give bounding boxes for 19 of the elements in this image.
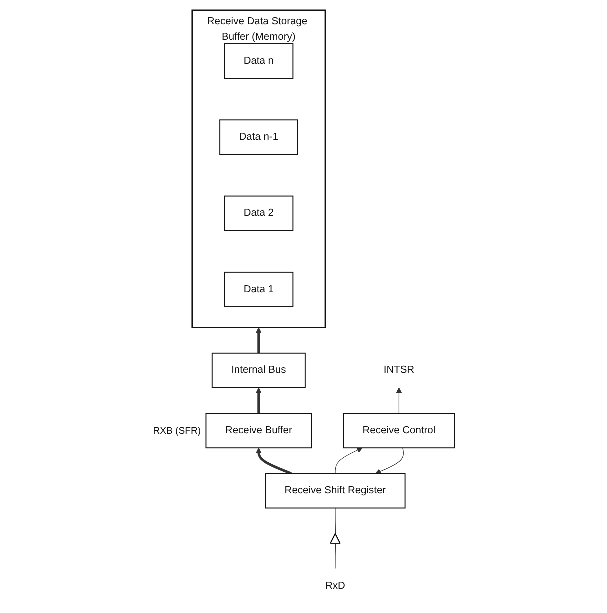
node-box: Data n-1 <box>219 119 298 155</box>
node-text: INTSR <box>383 364 414 376</box>
arrow <box>256 447 292 474</box>
arrow <box>256 327 262 353</box>
node-box: Receive Control <box>342 412 455 448</box>
node-text: RxD <box>325 580 345 591</box>
node-box: Receive Buffer <box>205 412 312 448</box>
connector <box>334 507 336 534</box>
node-box: Data 1 <box>224 271 294 307</box>
register-name: RXB (SFR) <box>152 426 201 437</box>
node-box: Internal Bus <box>211 352 306 388</box>
arrow <box>256 387 262 414</box>
node-box: Data n <box>224 43 294 79</box>
connector <box>334 542 336 569</box>
node-box: Receive Shift Register <box>264 472 406 508</box>
arrow <box>334 447 362 474</box>
arrow <box>375 447 404 474</box>
arrow <box>396 387 402 414</box>
node-box: Data 2 <box>224 195 294 231</box>
